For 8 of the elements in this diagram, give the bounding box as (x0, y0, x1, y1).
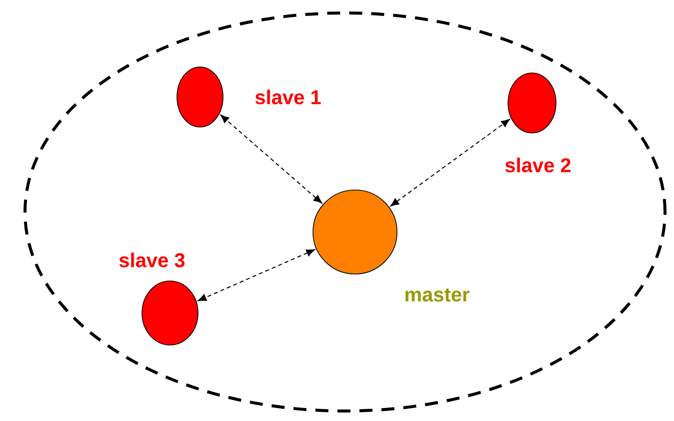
node-label: slave 1 (255, 90, 321, 104)
arrow (390, 119, 510, 206)
dashed-boundary (24, 12, 666, 412)
node-label: slave 2 (505, 158, 571, 172)
node-label: slave 3 (119, 252, 185, 268)
arrow (198, 249, 315, 302)
node-label: master (406, 288, 470, 302)
arrow (220, 114, 322, 204)
